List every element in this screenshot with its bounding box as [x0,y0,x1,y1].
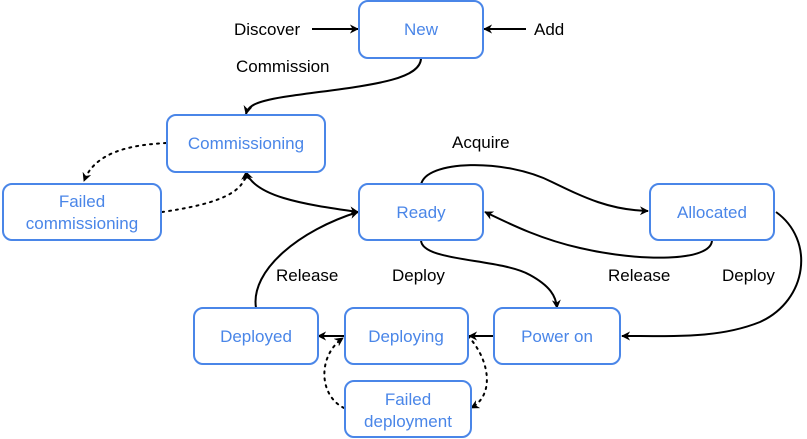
node-deploying-label: Deploying [368,327,444,346]
node-failed-deployment-line2: deployment [364,412,452,431]
label-release-ready: Release [608,266,670,285]
node-new: New [358,0,484,59]
label-deploy-ready: Deploy [392,266,445,285]
node-commissioning-label: Commissioning [188,134,304,153]
node-power-on: Power on [493,307,621,365]
label-acquire: Acquire [452,133,510,152]
node-deployed: Deployed [193,307,319,365]
edge-release-deployed [254,210,359,309]
edge-commissioning-ready [244,171,359,216]
edge-deploy-ready [420,239,561,309]
node-allocated: Allocated [649,183,775,241]
edge-commission [243,57,422,115]
node-allocated-label: Allocated [677,203,747,222]
edge-retry-commissioning [161,171,251,213]
edge-retry-deployment [323,337,345,409]
edge-acquire [420,164,649,216]
node-power-on-label: Power on [521,327,593,346]
node-deployed-label: Deployed [220,327,292,346]
node-failed-commissioning-line2: commissioning [26,214,138,233]
label-release-deployed: Release [276,266,338,285]
label-deploy-allocated: Deploy [722,266,775,285]
node-deploying: Deploying [344,307,469,365]
node-failed-commissioning-line1: Failed [59,192,105,211]
node-commissioning: Commissioning [166,114,326,173]
label-discover: Discover [234,20,300,39]
node-failed-deployment: Failed deployment [344,380,472,438]
label-commission: Commission [236,57,330,76]
node-failed-deployment-line1: Failed [385,390,431,409]
node-ready: Ready [358,183,484,241]
node-new-label: New [404,20,439,39]
edge-fail-commissioning [82,142,167,182]
node-failed-commissioning: Failed commissioning [2,183,162,241]
edge-deploy-allocated [621,211,803,341]
label-add: Add [534,20,564,39]
node-ready-label: Ready [396,203,446,222]
edge-fail-deployment [467,335,488,409]
edge-release-ready [484,211,713,259]
